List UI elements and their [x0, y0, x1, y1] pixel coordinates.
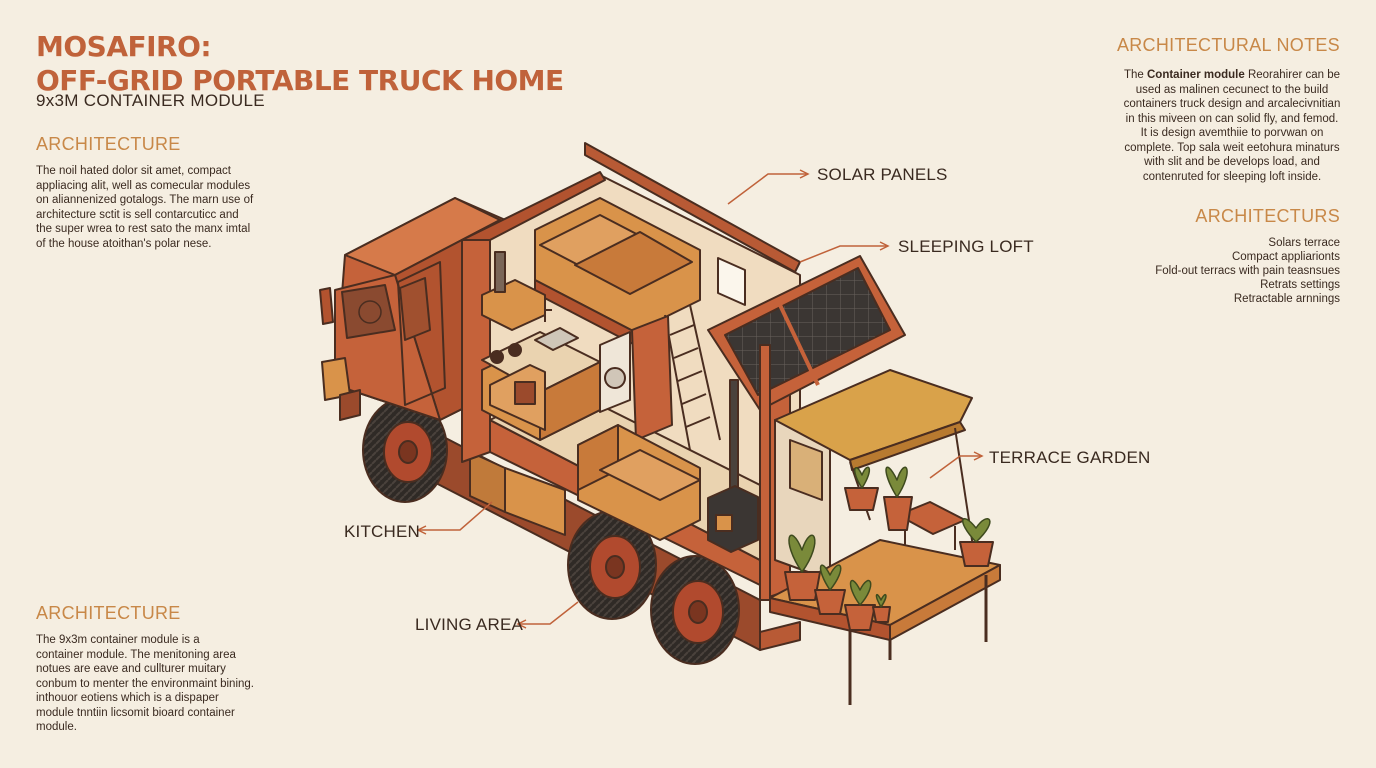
left-top-line: the super wrea to rest sato the manx imt…: [36, 223, 251, 235]
left-bottom-paragraph: The 9x3m container module is a container…: [36, 633, 296, 735]
callout-solar-panels: SOLAR PANELS: [817, 165, 948, 184]
left-top-line: on aliannenized gotalogs. The marn use o…: [36, 194, 254, 206]
left-top-line: architecture sctit is sell contarcuticc …: [36, 208, 239, 221]
left-bottom-line: module.: [36, 721, 77, 733]
feature-item: Retrats settings: [1260, 279, 1340, 291]
fridge: [631, 315, 673, 441]
left-bottom-line: module tnntiin licsomit bioard container: [36, 706, 235, 719]
right-notes-line: in this miveen on can solid fly, and fem…: [1125, 112, 1339, 125]
wheel-rear: [650, 555, 740, 665]
right-features-heading: ARCHITECTURS: [1195, 206, 1340, 226]
right-features-list: Solars terrace Compact appliarionts Fold…: [1040, 236, 1340, 306]
title-line-1: MOSAFIRO:: [36, 30, 212, 63]
left-top-heading: ARCHITECTURE: [36, 134, 181, 154]
wheel-mid: [567, 510, 657, 620]
page-subtitle: 9x3M CONTAINER MODULE: [36, 91, 265, 110]
left-top-line: appliacing alit, well as comecular modul…: [36, 179, 251, 192]
sleeping-loft: [534, 197, 701, 346]
loft-ladder: [664, 304, 721, 451]
left-bottom-line: conbum to menter the environmaint bining…: [36, 677, 254, 690]
callout-kitchen: KITCHEN: [344, 522, 421, 541]
notes-text: The: [1123, 69, 1147, 81]
rear-hitch: [759, 621, 801, 651]
cab-windshield: [341, 284, 396, 339]
leader-living: [518, 601, 579, 625]
right-notes-line: It is design avemthiie to porvwan on: [1140, 127, 1324, 139]
feature-item: Solars terrace: [1268, 237, 1340, 249]
wheel-front: [362, 397, 448, 503]
callout-terrace-garden: TERRACE GARDEN: [989, 448, 1151, 467]
feature-item: Compact appliarionts: [1231, 251, 1340, 263]
right-notes-line: complete. Top sala weit eetohura minatur…: [1124, 141, 1340, 154]
callout-sleeping-loft: SLEEPING LOFT: [898, 237, 1034, 256]
right-notes-line: contenruted for sleeping loft inside.: [1142, 170, 1322, 183]
leader-loft: [799, 245, 888, 263]
rear-window: [717, 257, 746, 306]
leader-kitchen: [418, 501, 493, 531]
plant-pots: [784, 487, 994, 631]
feature-item: Fold-out terracs with pain teasnsues: [1155, 265, 1340, 277]
title-line-2: OFF-GRID PORTABLE TRUCK HOME: [36, 64, 564, 97]
left-top-line: of the house atoithan's polar nese.: [36, 237, 212, 250]
left-bottom-line: The 9x3m container module is a: [36, 634, 200, 646]
right-notes-paragraph: The Container module Reorahirer can be u…: [1100, 68, 1364, 184]
left-bottom-line: inthouor eotiens which is a dispaper: [36, 692, 219, 704]
leader-solar: [727, 173, 808, 205]
left-bottom-line: notues are eave and cullturer muitary: [36, 663, 226, 675]
left-top-line: The noil hated dolor sit amet, compact: [36, 165, 231, 177]
retractable-awning: [774, 369, 976, 561]
right-notes-line: containers truck design and arcalecivnit…: [1123, 98, 1341, 110]
page-title: MOSAFIRO: OFF-GRID PORTABLE TRUCK HOME: [36, 30, 564, 98]
wood-stove: [707, 379, 759, 553]
callout-living-area: LIVING AREA: [415, 615, 524, 634]
left-bottom-heading: ARCHITECTURE: [36, 603, 181, 623]
leader-terrace: [929, 455, 982, 479]
notes-emphasis: Container module: [1147, 69, 1245, 81]
right-notes-line: The Container module Reorahirer can be: [1100, 68, 1364, 83]
cab-side-window: [399, 277, 431, 341]
right-notes-line: with slit and be develops load, and: [1144, 156, 1320, 168]
notes-text: Reorahirer can be: [1244, 69, 1341, 81]
right-notes-heading: ARCHITECTURAL NOTES: [1116, 35, 1340, 55]
living-sofa: [577, 424, 701, 541]
washing-machine: [599, 331, 631, 413]
right-notes-line: used as malinen cecunect to the build: [1135, 83, 1329, 96]
feature-item: Retractable arnnings: [1233, 293, 1340, 305]
roof-solar-flap: [584, 142, 801, 273]
left-top-paragraph: The noil hated dolor sit amet, compact a…: [36, 164, 296, 251]
left-bottom-line: container module. The menitoning area: [36, 648, 236, 661]
